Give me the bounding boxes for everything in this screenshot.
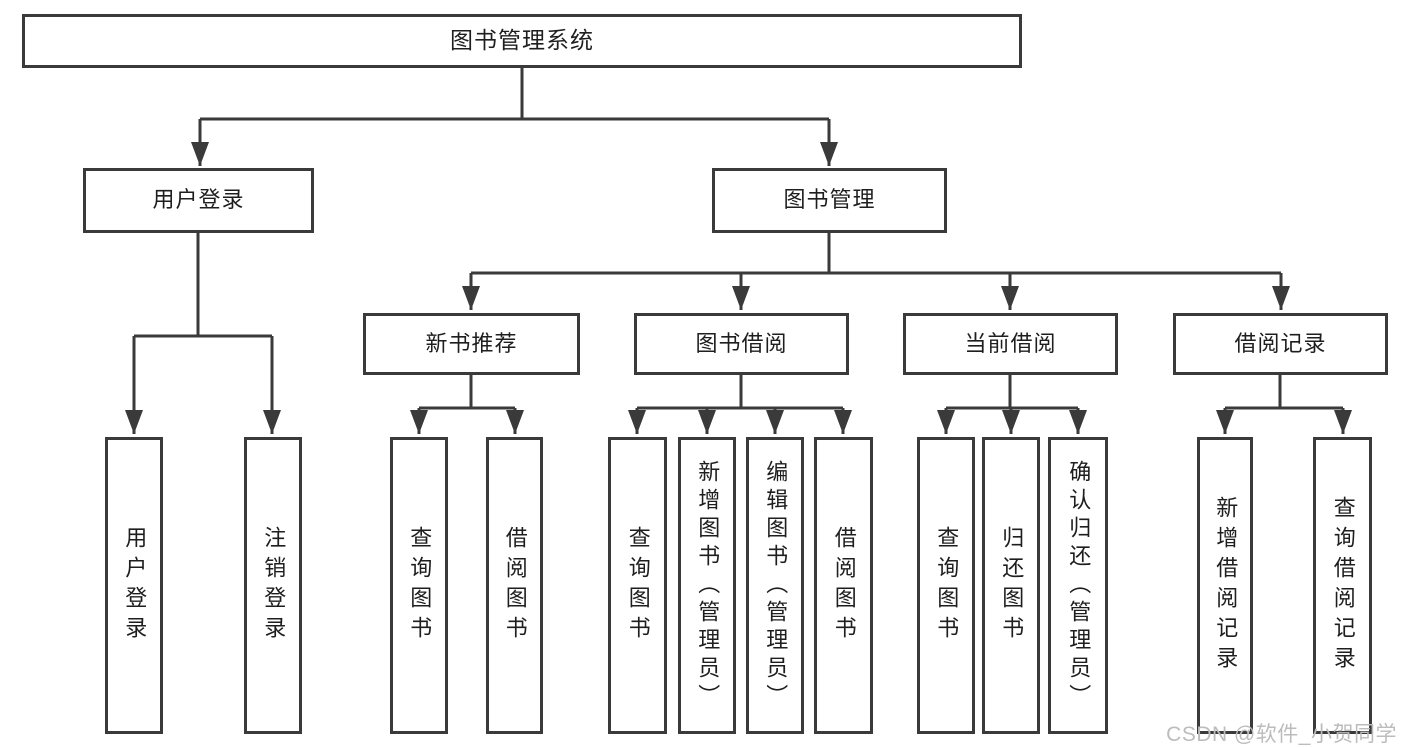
trunk-book-management [471, 233, 1281, 275]
leaf-cb-return-books: 归还图书 [982, 437, 1040, 734]
leaf-br-add-borrow-record: 新增借阅记录 [1197, 437, 1253, 734]
node-current-borrow: 当前借阅 [903, 313, 1118, 375]
node-book-borrow: 图书借阅 [634, 313, 849, 375]
node-book-management: 图书管理 [712, 168, 947, 233]
trunk-new-book [419, 375, 515, 410]
trunk-book-borrow [637, 375, 843, 410]
leaf-br-query-borrow-record: 查询借阅记录 [1313, 437, 1372, 734]
node-user-login: 用户登录 [83, 168, 314, 233]
leaf-bb-add-books-admin: 新增图书（管理员） [678, 437, 736, 734]
leaf-bb-borrow-books: 借阅图书 [814, 437, 873, 734]
node-library-management-system: 图书管理系统 [22, 14, 1022, 68]
trunk-current-borrow [946, 375, 1078, 410]
leaf-bb-edit-books-admin: 编辑图书（管理员） [746, 437, 804, 734]
csdn-watermark: CSDN @软件_小贺同学 [1166, 723, 1397, 746]
node-borrow-records: 借阅记录 [1173, 313, 1388, 375]
leaf-nb-borrow-books: 借阅图书 [486, 437, 543, 734]
leaf-bb-query-books: 查询图书 [608, 437, 667, 734]
trunk-root [200, 68, 829, 121]
trunk-user-login [134, 233, 272, 338]
trunk-borrow-records [1225, 375, 1343, 410]
leaf-user-login: 用户登录 [105, 437, 163, 734]
leaf-cb-confirm-return-admin: 确认归还（管理员） [1048, 437, 1108, 734]
leaf-logout: 注销登录 [244, 437, 302, 734]
node-new-book-recommend: 新书推荐 [363, 313, 580, 375]
leaf-nb-query-books: 查询图书 [390, 437, 448, 734]
leaf-cb-query-books: 查询图书 [917, 437, 975, 734]
